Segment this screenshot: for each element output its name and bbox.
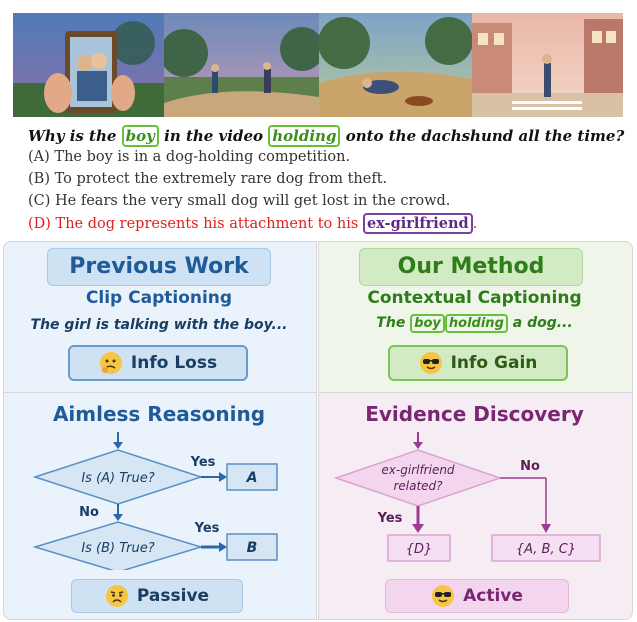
video-frame-3 <box>319 13 472 117</box>
info-loss-pill: Info Loss <box>68 345 248 381</box>
question-text: Why is the boy in the video holding onto… <box>28 125 625 147</box>
our-method-tag: Our Method <box>359 248 583 286</box>
highlight-ex-girlfriend: ex-girlfriend <box>362 213 473 234</box>
highlight-holding: holding <box>268 125 341 147</box>
active-pill: Active <box>385 579 569 613</box>
aimless-reasoning-title: Aimless Reasoning <box>52 402 266 426</box>
decision-line-1: ex-girlfriend <box>381 463 455 477</box>
caption-highlight-holding: holding <box>444 314 508 333</box>
no-label-right: No <box>520 459 540 474</box>
box-b <box>226 533 278 561</box>
option-d: (D) The dog represents his attachment to… <box>28 213 478 234</box>
contextual-captioning-title: Contextual Captioning <box>367 288 582 308</box>
option-b: (B) To protect the extremely rare dog fr… <box>28 171 388 187</box>
previous-work-tag: Previous Work <box>47 248 271 286</box>
decision-ex-girlfriend-diamond <box>333 449 503 507</box>
clip-caption-text: The girl is talking with the boy... <box>30 317 288 333</box>
box-d <box>387 534 451 562</box>
option-a: (A) The boy is in a dog-holding competit… <box>28 149 351 165</box>
evidence-flowchart: ex-girlfriend related? Yes {D} No {A, B,… <box>333 432 601 562</box>
sunglasses-face-icon <box>419 351 443 375</box>
no-label: No <box>79 505 99 520</box>
passive-pill: Passive <box>71 579 243 613</box>
yes-label-1: Yes <box>190 455 216 470</box>
thinking-face-icon <box>99 351 123 375</box>
decision-a-text: Is (A) True? <box>81 471 154 486</box>
worried-face-icon <box>105 584 129 608</box>
box-abc-text: {A, B, C} <box>516 542 576 557</box>
aimless-flowchart: Is (A) True? Yes A No Is (B) True? Yes B <box>32 432 278 570</box>
evidence-discovery-title: Evidence Discovery <box>365 402 584 426</box>
decision-b-text: Is (B) True? <box>81 541 154 556</box>
highlight-boy: boy <box>121 125 159 147</box>
clip-captioning-title: Clip Captioning <box>85 288 233 308</box>
yes-label: Yes <box>377 511 403 526</box>
info-gain-pill: Info Gain <box>388 345 568 381</box>
decision-line-2: related? <box>393 479 443 493</box>
yes-label-2: Yes <box>194 521 220 536</box>
box-abc <box>491 534 601 562</box>
video-frame-4 <box>472 13 623 117</box>
sunglasses-face-icon-2 <box>431 584 455 608</box>
box-b-text: B <box>247 540 258 556</box>
box-d-text: {D} <box>406 542 433 557</box>
box-a-text: A <box>246 470 258 486</box>
video-frame-2 <box>164 13 319 117</box>
option-c: (C) He fears the very small dog will get… <box>28 193 451 209</box>
caption-highlight-boy: boy <box>410 314 445 333</box>
box-a <box>226 463 278 491</box>
video-frame-1 <box>13 13 164 117</box>
